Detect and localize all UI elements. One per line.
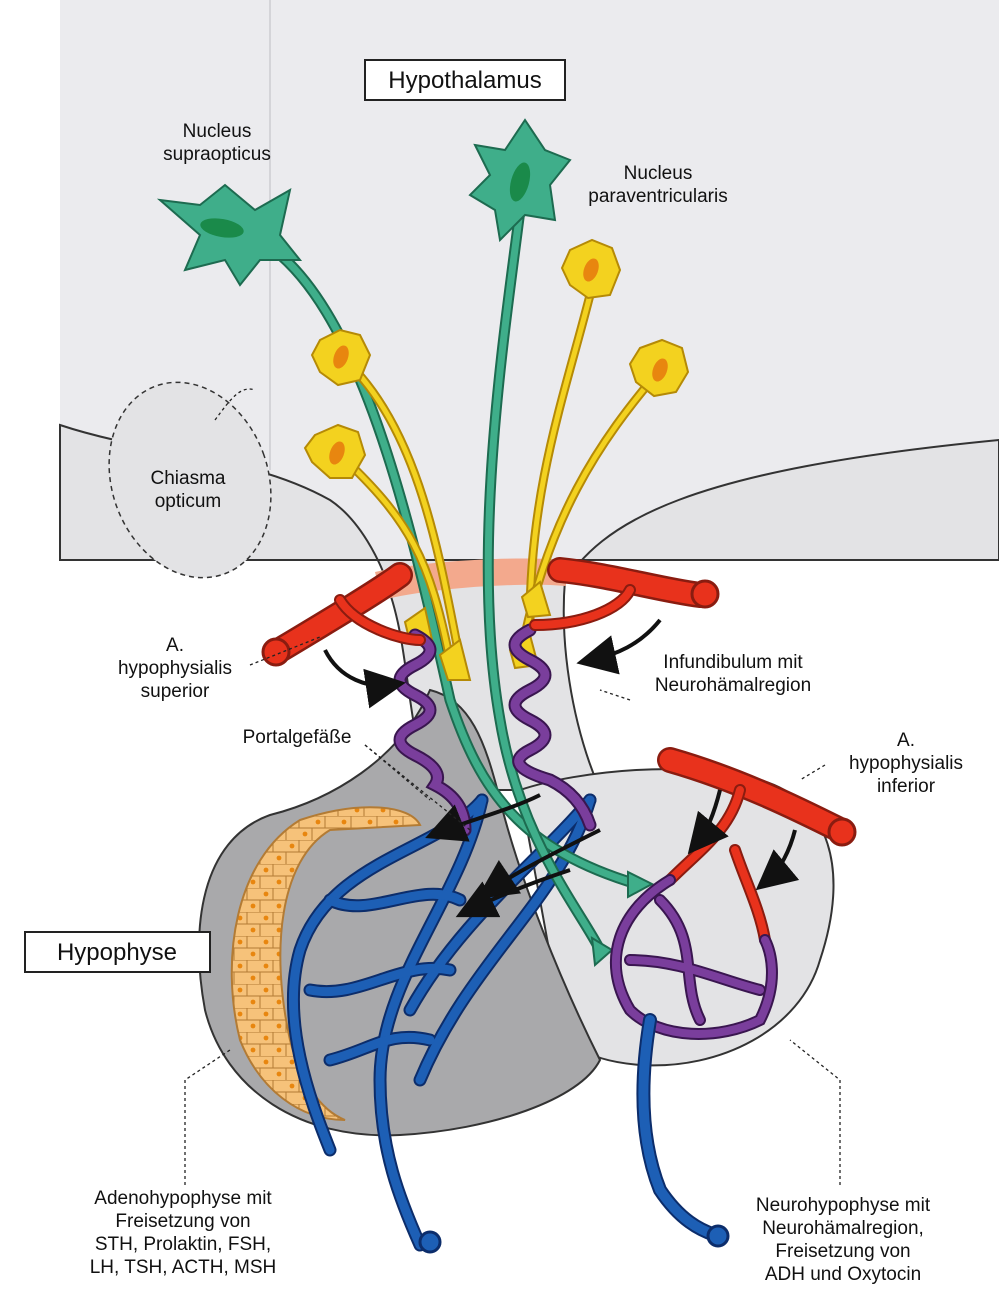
neurohypophyse-line: Neurohämalregion, — [762, 1218, 924, 1239]
nucleus-supraopticus-line: supraopticus — [163, 144, 271, 165]
hypophyse-title: Hypophyse — [57, 939, 177, 966]
infundibulum-line: Neurohämalregion — [655, 675, 811, 696]
vein-end-left — [420, 1232, 440, 1252]
adenohypophyse-line: STH, Prolaktin, FSH, — [95, 1234, 271, 1255]
portalgefaesse-line: Portalgefäße — [243, 727, 352, 748]
chiasma-opticum-line: Chiasma — [151, 468, 226, 489]
adenohypophyse-line: Adenohypophyse mit — [94, 1188, 272, 1209]
artery-superior-left-end — [263, 639, 289, 665]
a-hypophysialis-inferior-line: hypophysialis — [849, 753, 963, 774]
hypothalamus-title-box: Hypothalamus — [365, 60, 565, 100]
hypothalamus-title: Hypothalamus — [388, 67, 541, 94]
nucleus-supraopticus-line: Nucleus — [183, 121, 252, 142]
neurohypophyse-line: Neurohypophyse mit — [756, 1195, 931, 1216]
artery-superior-right-end — [692, 581, 718, 607]
a-hypophysialis-superior-line: hypophysialis — [118, 658, 232, 679]
a-hypophysialis-inferior-line: inferior — [877, 776, 936, 797]
infundibulum-line: Infundibulum mit — [663, 652, 803, 673]
chiasma-opticum-line: opticum — [155, 491, 222, 512]
neurohypophyse-line: Freisetzung von — [775, 1241, 910, 1262]
posterior-vein-end — [708, 1226, 728, 1246]
nucleus-paraventricularis-line: paraventricularis — [588, 186, 727, 207]
adenohypophyse-line: LH, TSH, ACTH, MSH — [90, 1257, 277, 1278]
a-hypophysialis-inferior-line: A. — [897, 730, 915, 751]
adenohypophyse-line: Freisetzung von — [115, 1211, 250, 1232]
label-portalgefaesse: Portalgefäße — [243, 727, 352, 748]
a-hypophysialis-superior-line: superior — [141, 681, 210, 702]
artery-inferior-end — [829, 819, 855, 845]
a-hypophysialis-superior-line: A. — [166, 635, 184, 656]
neurohypophyse-line: ADH und Oxytocin — [765, 1264, 921, 1285]
hypophyse-title-box: Hypophyse — [25, 932, 210, 972]
nucleus-paraventricularis-line: Nucleus — [624, 163, 693, 184]
